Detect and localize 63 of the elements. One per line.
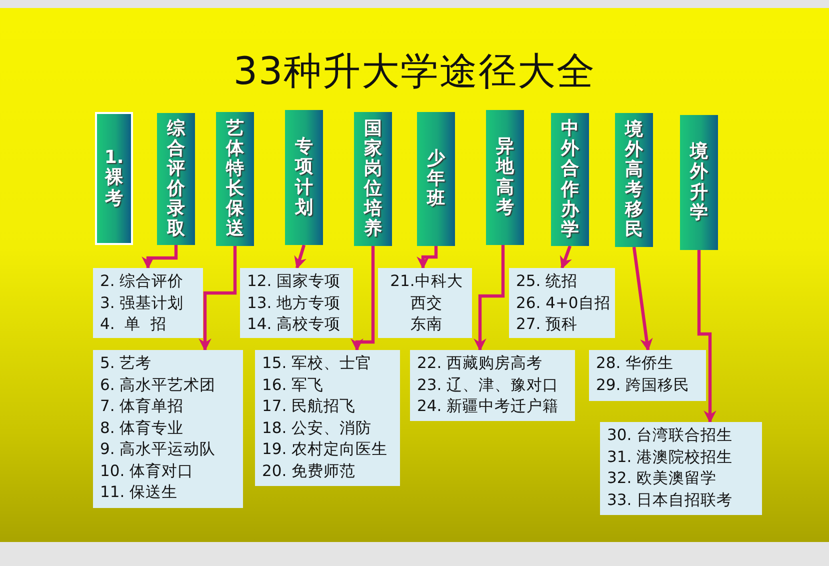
arrow bbox=[697, 250, 716, 424]
list-item: 21.中科大 bbox=[389, 271, 464, 292]
category-box: 异地高考 bbox=[486, 110, 524, 245]
list-box bbox=[410, 350, 575, 421]
list-item: 13. 地方专项 bbox=[247, 292, 342, 314]
list-item: 24. 新疆中考迁户籍 bbox=[417, 396, 560, 417]
category-box: 中外合作办学 bbox=[551, 113, 589, 246]
arrow bbox=[142, 245, 178, 270]
list-item: 5. 艺考 bbox=[100, 353, 153, 374]
arrow bbox=[198, 246, 237, 352]
list-item: 3. 强基计划 bbox=[100, 292, 185, 314]
list-item: 8. 体育专业 bbox=[100, 418, 185, 438]
list-item: 东南 bbox=[410, 314, 444, 335]
list-item: 20. 免费师范 bbox=[262, 460, 357, 482]
list-box bbox=[93, 268, 203, 338]
list-box bbox=[255, 350, 400, 486]
category-box: 综合评价录取 bbox=[157, 113, 195, 245]
list-item: 西交 bbox=[410, 292, 444, 314]
list-item: 29. 跨国移民 bbox=[596, 374, 691, 396]
list-box bbox=[509, 268, 615, 338]
list-box bbox=[589, 350, 706, 401]
list-item: 28. 华侨生 bbox=[596, 353, 675, 374]
list-box bbox=[93, 350, 243, 508]
category-box: 国家岗位培养 bbox=[354, 112, 392, 246]
list-item: 6. 高水平艺术团 bbox=[100, 374, 217, 396]
list-item: 32. 欧美澳留学 bbox=[607, 468, 718, 489]
list-box bbox=[378, 268, 472, 338]
arrow bbox=[350, 246, 375, 352]
list-item: 27. 预科 bbox=[516, 314, 579, 335]
list-item: 16. 军飞 bbox=[262, 374, 325, 396]
arrow bbox=[294, 244, 306, 270]
list-item: 30. 台湾联合招生 bbox=[607, 425, 734, 446]
list-item: 15. 军校、士官 bbox=[262, 353, 373, 374]
list-item: 7. 体育单招 bbox=[100, 396, 185, 417]
list-item: 25. 统招 bbox=[516, 271, 579, 292]
list-item: 33. 日本自招联考 bbox=[607, 490, 734, 510]
category-box: 境外升学 bbox=[680, 115, 718, 250]
list-item: 4. 单 招 bbox=[100, 314, 168, 335]
list-box bbox=[600, 422, 762, 515]
arrow bbox=[416, 246, 438, 270]
category-box: 艺体特长保送 bbox=[216, 112, 254, 246]
title: 33种升大学途径大全 bbox=[232, 48, 597, 95]
arrow bbox=[560, 245, 572, 270]
category-box: 境外高考移民 bbox=[615, 113, 653, 247]
list-item: 23. 辽、津、豫对口 bbox=[417, 374, 560, 396]
list-item: 17. 民航招飞 bbox=[262, 396, 357, 417]
list-item: 18. 公安、消防 bbox=[262, 418, 373, 438]
list-box bbox=[240, 268, 353, 338]
list-item: 22. 西藏购房高考 bbox=[417, 353, 544, 374]
list-item: 12. 国家专项 bbox=[247, 271, 342, 292]
list-item: 2. 综合评价 bbox=[100, 271, 185, 292]
list-item: 26. 4+0自招 bbox=[516, 292, 611, 314]
list-item: 31. 港澳院校招生 bbox=[607, 446, 734, 468]
list-item: 10. 体育对口 bbox=[100, 460, 195, 482]
list-item: 11. 保送生 bbox=[100, 482, 179, 503]
list-item: 14. 高校专项 bbox=[247, 314, 342, 335]
category-box: 少年班 bbox=[417, 112, 455, 246]
arrow bbox=[474, 245, 505, 352]
arrow bbox=[632, 246, 653, 352]
category-box: 专项计划 bbox=[285, 110, 323, 245]
category-box: 1. 裸考 bbox=[95, 112, 133, 245]
list-item: 9. 高水平运动队 bbox=[100, 439, 217, 460]
list-item: 19. 农村定向医生 bbox=[262, 439, 389, 460]
